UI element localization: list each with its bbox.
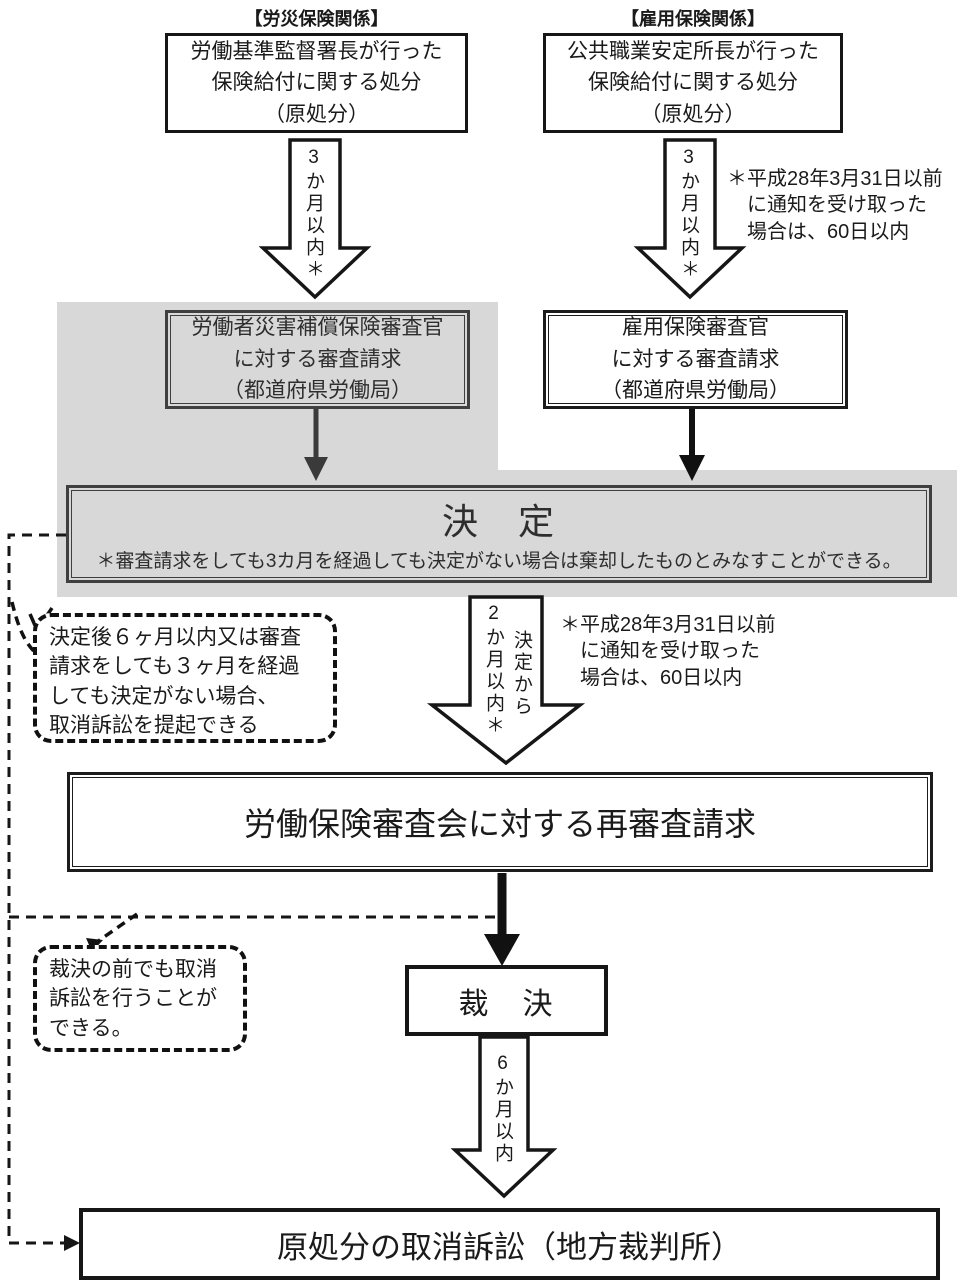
saishinsa-text: 労働保険審査会に対する再審査請求: [243, 806, 756, 842]
solid-arrow-saiketsu-head: [484, 934, 520, 966]
saiketsu-box: 裁 決: [405, 965, 608, 1036]
koyou-review-request-text: 雇用保険審査官 に対する審査請求 （都道府県労働局）: [601, 316, 790, 403]
arrow-label-right-3months: 3か月以内＊: [678, 147, 699, 281]
koyou-review-request-box: 雇用保険審査官 に対する審査請求 （都道府県労働局）: [543, 310, 848, 409]
solid-arrow-left-head: [304, 457, 328, 481]
saishinsa-box: 労働保険審査会に対する再審査請求: [67, 772, 933, 872]
saiketsu-text: 裁 決: [458, 987, 555, 1021]
callout-before-saiketsu: 裁決の前でも取消 訴訟を行うことが できる。: [33, 945, 247, 1052]
arrow-label-middle-from-decision: 決定から: [511, 630, 532, 718]
hollow-arrow-6months: [450, 1035, 558, 1199]
solid-arrow-right-head: [679, 455, 705, 481]
arrow-label-left-3months: 3か月以内＊: [303, 147, 324, 281]
kettei-decision-box: 決 定 ＊審査請求をしても3カ月を経過しても決定がない場合は棄却したものとみなす…: [66, 485, 932, 583]
kettei-title: 決 定: [441, 501, 556, 542]
arrow-label-middle-2months: 2か月以内＊: [483, 603, 504, 737]
callout-6months: 決定後６ヶ月以内又は審査 請求をしても３ヶ月を経過 しても決定がない場合、 取消…: [33, 613, 337, 743]
rousai-original-decision-box: 労働基準監督署長が行った 保険給付に関する処分 （原処分）: [165, 33, 468, 133]
note-heisei-top: ＊平成28年3月31日以前 に通知を受け取った 場合は、60日以内: [727, 168, 943, 243]
rousai-original-decision-text: 労働基準監督署長が行った 保険給付に関する処分 （原処分）: [190, 39, 443, 126]
koyou-original-decision-text: 公共職業安定所長が行った 保険給付に関する処分 （原処分）: [567, 39, 819, 126]
header-koyou: 【雇用保険関係】: [621, 9, 765, 29]
torikeshi-lawsuit-box: 原処分の取消訴訟（地方裁判所）: [79, 1208, 940, 1280]
torikeshi-lawsuit-text: 原処分の取消訴訟（地方裁判所）: [277, 1229, 742, 1265]
dashed-route-line: [7, 533, 66, 1245]
header-rousai: 【労災保険関係】: [244, 9, 389, 29]
note-heisei-middle: ＊平成28年3月31日以前 に通知を受け取った 場合は、60日以内: [560, 614, 776, 689]
rousai-review-request-text: 労働者災害補償保険審査官 に対する審査請求 （都道府県労働局）: [191, 316, 444, 403]
hollow-arrow-left-3months: [258, 138, 372, 300]
rousai-review-request-box: 労働者災害補償保険審査官 に対する審査請求 （都道府県労働局）: [165, 310, 470, 409]
dashed-route-arrowhead: [64, 1235, 80, 1251]
koyou-original-decision-box: 公共職業安定所長が行った 保険給付に関する処分 （原処分）: [543, 33, 843, 133]
hollow-arrow-middle-2months: [426, 595, 586, 766]
kettei-note: ＊審査請求をしても3カ月を経過しても決定がない場合は棄却したものとみなすことがで…: [96, 551, 902, 572]
callout-before-saiketsu-tail: [92, 912, 139, 946]
hollow-arrow-right-3months: [633, 138, 747, 300]
arrow-label-6months: 6か月以内: [492, 1053, 513, 1165]
